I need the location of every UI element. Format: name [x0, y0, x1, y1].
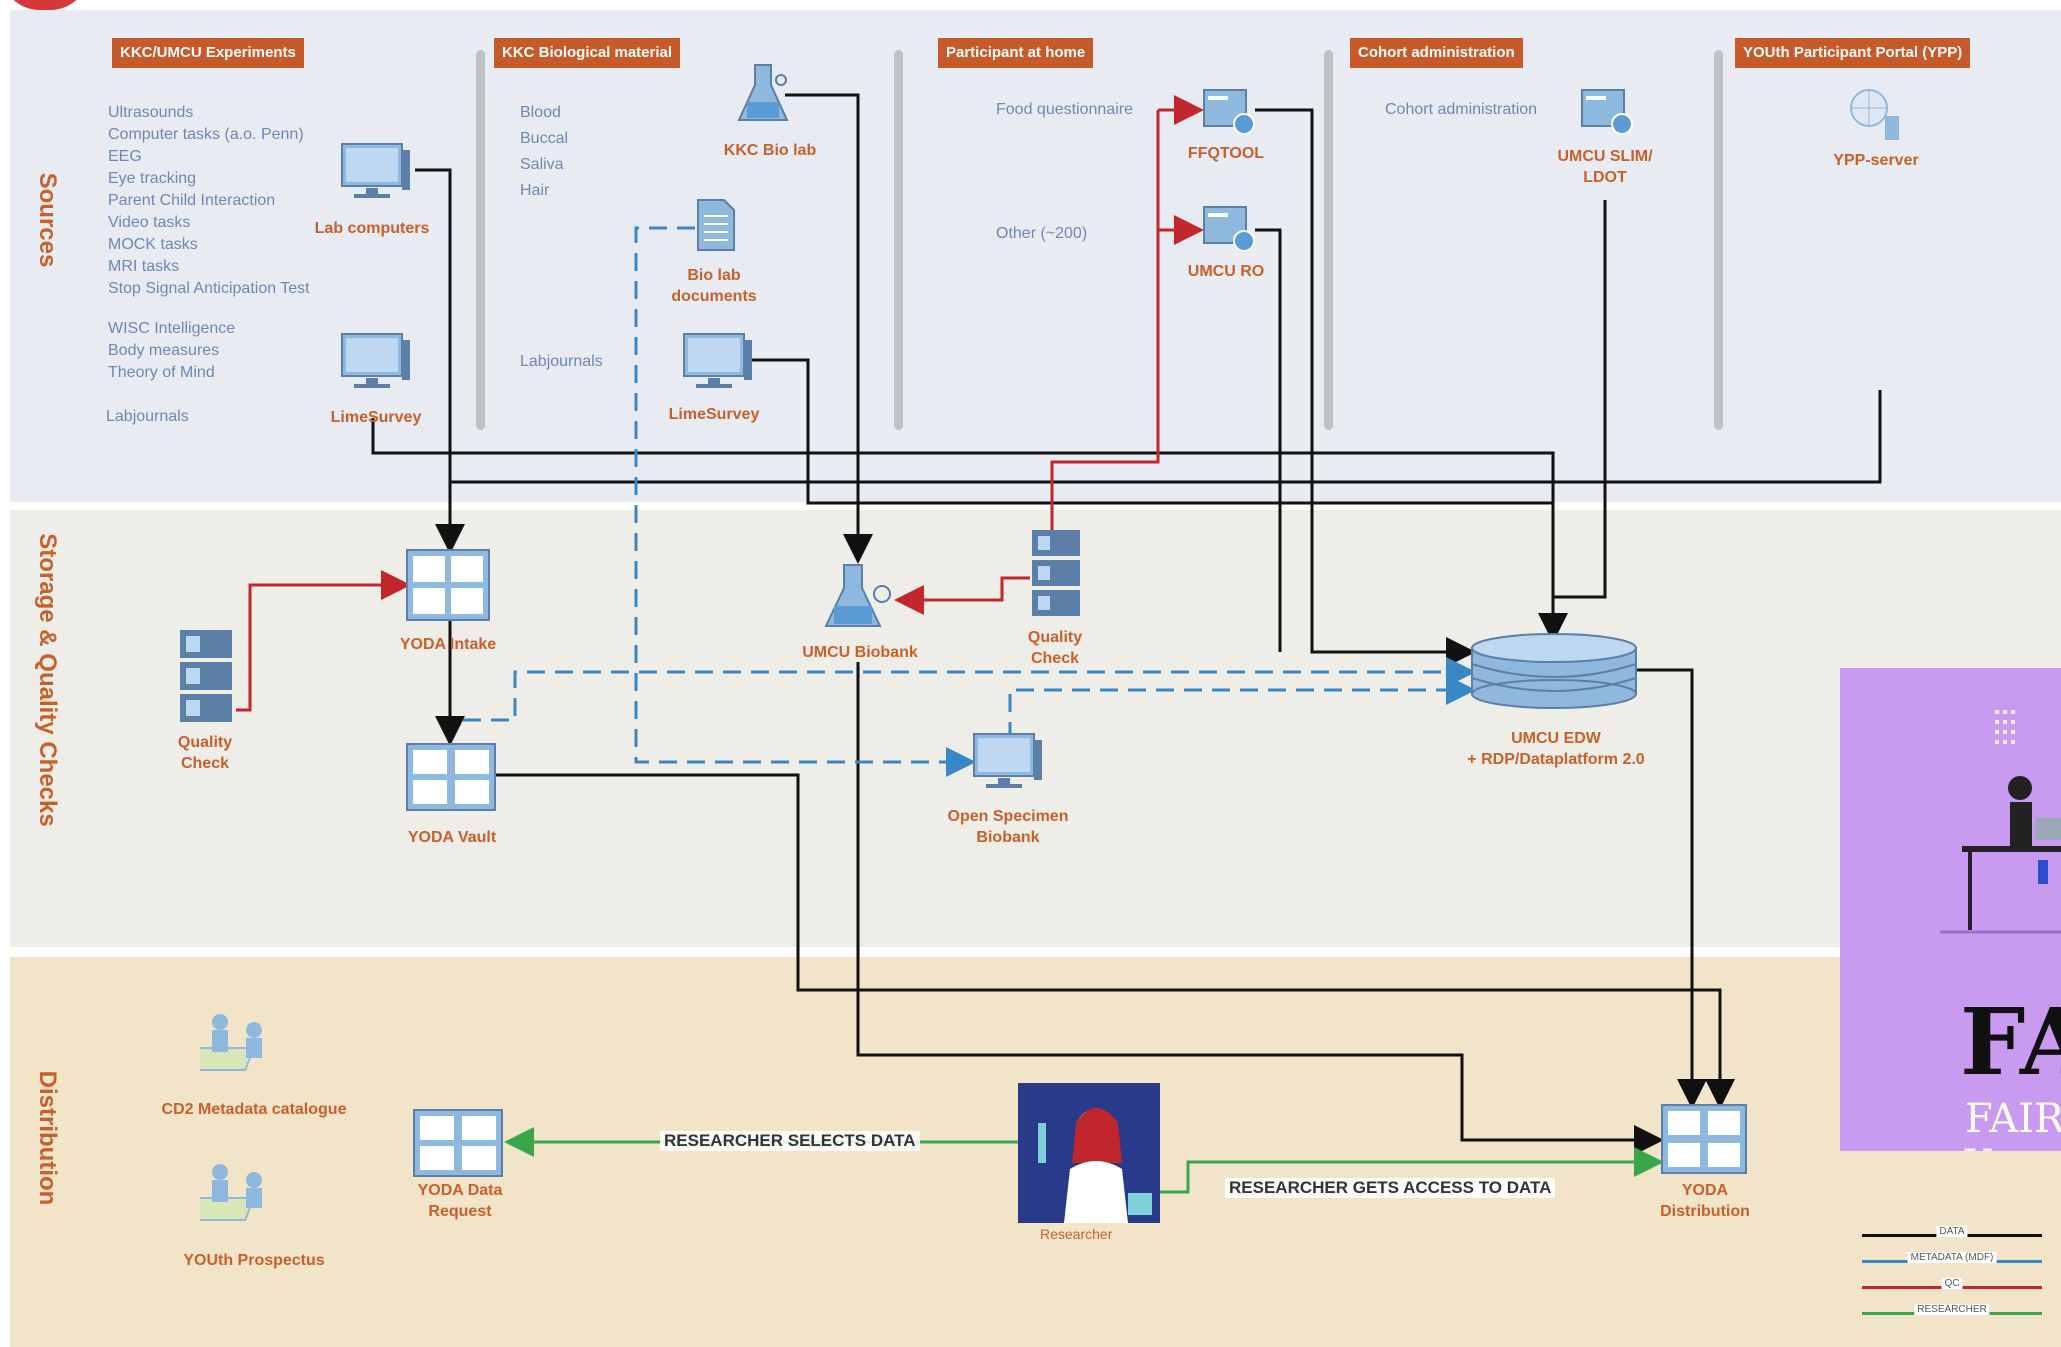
poster-subtitle: FAIR Y [1965, 1096, 2061, 1151]
ffqtool-label: FFQTOOL [1187, 145, 1265, 162]
cohort-admin-label: Cohort administration [1385, 101, 1538, 118]
ffqtool-icon [1202, 88, 1258, 143]
header-ypp: YOUth Participant Portal (YPP) [1735, 38, 1971, 68]
yoda-intake-label: YODA Intake [399, 636, 497, 653]
other-label: Other (~200) [996, 225, 1088, 242]
yoda-vault-icon [405, 742, 497, 817]
list-item: EEG [108, 148, 142, 165]
umcu-biobank-icon [820, 560, 900, 637]
flow-label-selects: RESEARCHER SELECTS DATA [660, 1131, 920, 1151]
food-questionnaire-label: Food questionnaire [996, 101, 1133, 118]
column-divider [476, 50, 485, 430]
labjournals-bio: Labjournals [520, 353, 603, 370]
yoda-vault-label: YODA Vault [407, 829, 497, 846]
header-kkc-experiments: KKC/UMCU Experiments [112, 38, 304, 68]
database-icon [1470, 632, 1638, 717]
yoda-distribution-icon [1660, 1103, 1748, 1180]
youth-prospectus-label: YOUth Prospectus [183, 1252, 325, 1269]
ypp-server-label: YPP-server [1833, 152, 1919, 169]
cd2-catalogue-label: CD2 Metadata catalogue [161, 1101, 347, 1118]
legend-item: QC [1862, 1274, 2042, 1300]
open-specimen-label: Open Specimen Biobank [947, 808, 1069, 846]
list-item: MOCK tasks [108, 236, 198, 253]
header-kkc-bio: KKC Biological material [494, 38, 681, 68]
list-item: Computer tasks (a.o. Penn) [108, 126, 304, 143]
list-item: Stop Signal Anticipation Test [108, 280, 310, 297]
list-item: Saliva [520, 156, 564, 173]
legend-item: DATA [1862, 1222, 2042, 1248]
legend-item: RESEARCHER [1862, 1300, 2042, 1326]
experiments-list: Ultrasounds Computer tasks (a.o. Penn) E… [108, 102, 310, 300]
kkc-bio-lab-label: KKC Bio lab [723, 142, 817, 159]
yoda-data-request-icon [412, 1108, 504, 1183]
column-divider [894, 50, 903, 430]
fair-poster: FAI FAIR Y [1840, 668, 2061, 1151]
list-item: Eye tracking [108, 170, 197, 187]
list-item: WISC Intelligence [108, 320, 236, 337]
list-item: MRI tasks [108, 258, 180, 275]
umcu-ro-label: UMCU RO [1187, 263, 1265, 280]
metadata-catalogue-icon [186, 1008, 276, 1083]
poster-illustration [1940, 710, 2061, 934]
kkc-bio-lab-icon [735, 60, 795, 135]
logo-fragment [0, 0, 90, 10]
lab-computers-label: Lab computers [314, 220, 430, 237]
legend: DATA METADATA (MDF) QC RESEARCHER [1862, 1222, 2042, 1326]
researcher-illustration [1018, 1083, 1160, 1228]
limesurvey-left-label: LimeSurvey [330, 409, 422, 426]
umcu-slim-label: UMCU SLIM/ LDOT [1557, 148, 1653, 186]
yoda-distribution-label: YODA Distribution [1660, 1182, 1750, 1220]
umcu-edw-label: UMCU EDW + RDP/Dataplatform 2.0 [1467, 730, 1645, 768]
open-specimen-icon [972, 730, 1044, 797]
list-item: Body measures [108, 342, 220, 359]
experiments-list-2: WISC Intelligence Body measures Theory o… [108, 318, 235, 384]
limesurvey-bio-icon [682, 330, 754, 397]
list-item: Theory of Mind [108, 364, 215, 381]
legend-item: METADATA (MDF) [1862, 1248, 2042, 1274]
limesurvey-left-icon [340, 330, 412, 397]
prospectus-icon [186, 1158, 276, 1233]
lab-computers-icon [340, 140, 412, 207]
quality-check-server-icon [1028, 528, 1084, 623]
ypp-server-icon [1845, 88, 1905, 149]
bio-lab-documents-label: Bio lab documents [671, 267, 757, 305]
document-icon [696, 198, 736, 257]
bio-list: Blood Buccal Saliva Hair [520, 100, 568, 204]
header-participant-home: Participant at home [938, 38, 1094, 68]
list-item: Blood [520, 104, 561, 121]
list-item: Parent Child Interaction [108, 192, 276, 209]
umcu-slim-icon [1580, 88, 1636, 143]
column-divider [1324, 50, 1333, 430]
header-cohort-admin: Cohort administration [1350, 38, 1523, 68]
column-divider [1714, 50, 1723, 430]
yoda-data-request-label: YODA Data Request [417, 1182, 503, 1220]
quality-check-mid-label: Quality Check [1027, 629, 1083, 667]
flow-label-access: RESEARCHER GETS ACCESS TO DATA [1225, 1178, 1556, 1198]
list-item: Ultrasounds [108, 104, 194, 121]
poster-title: FAI [1960, 988, 2061, 1096]
umcu-biobank-label: UMCU Biobank [802, 644, 918, 661]
quality-check-left-label: Quality Check [177, 734, 233, 772]
umcu-ro-icon [1202, 205, 1258, 260]
server-icon [176, 628, 236, 729]
yoda-intake-icon [405, 548, 491, 627]
list-item: Buccal [520, 130, 569, 147]
list-item: Hair [520, 182, 550, 199]
researcher-label: Researcher [1040, 1226, 1113, 1242]
labjournals-left: Labjournals [106, 408, 189, 425]
list-item: Video tasks [108, 214, 191, 231]
limesurvey-bio-label: LimeSurvey [668, 406, 760, 423]
